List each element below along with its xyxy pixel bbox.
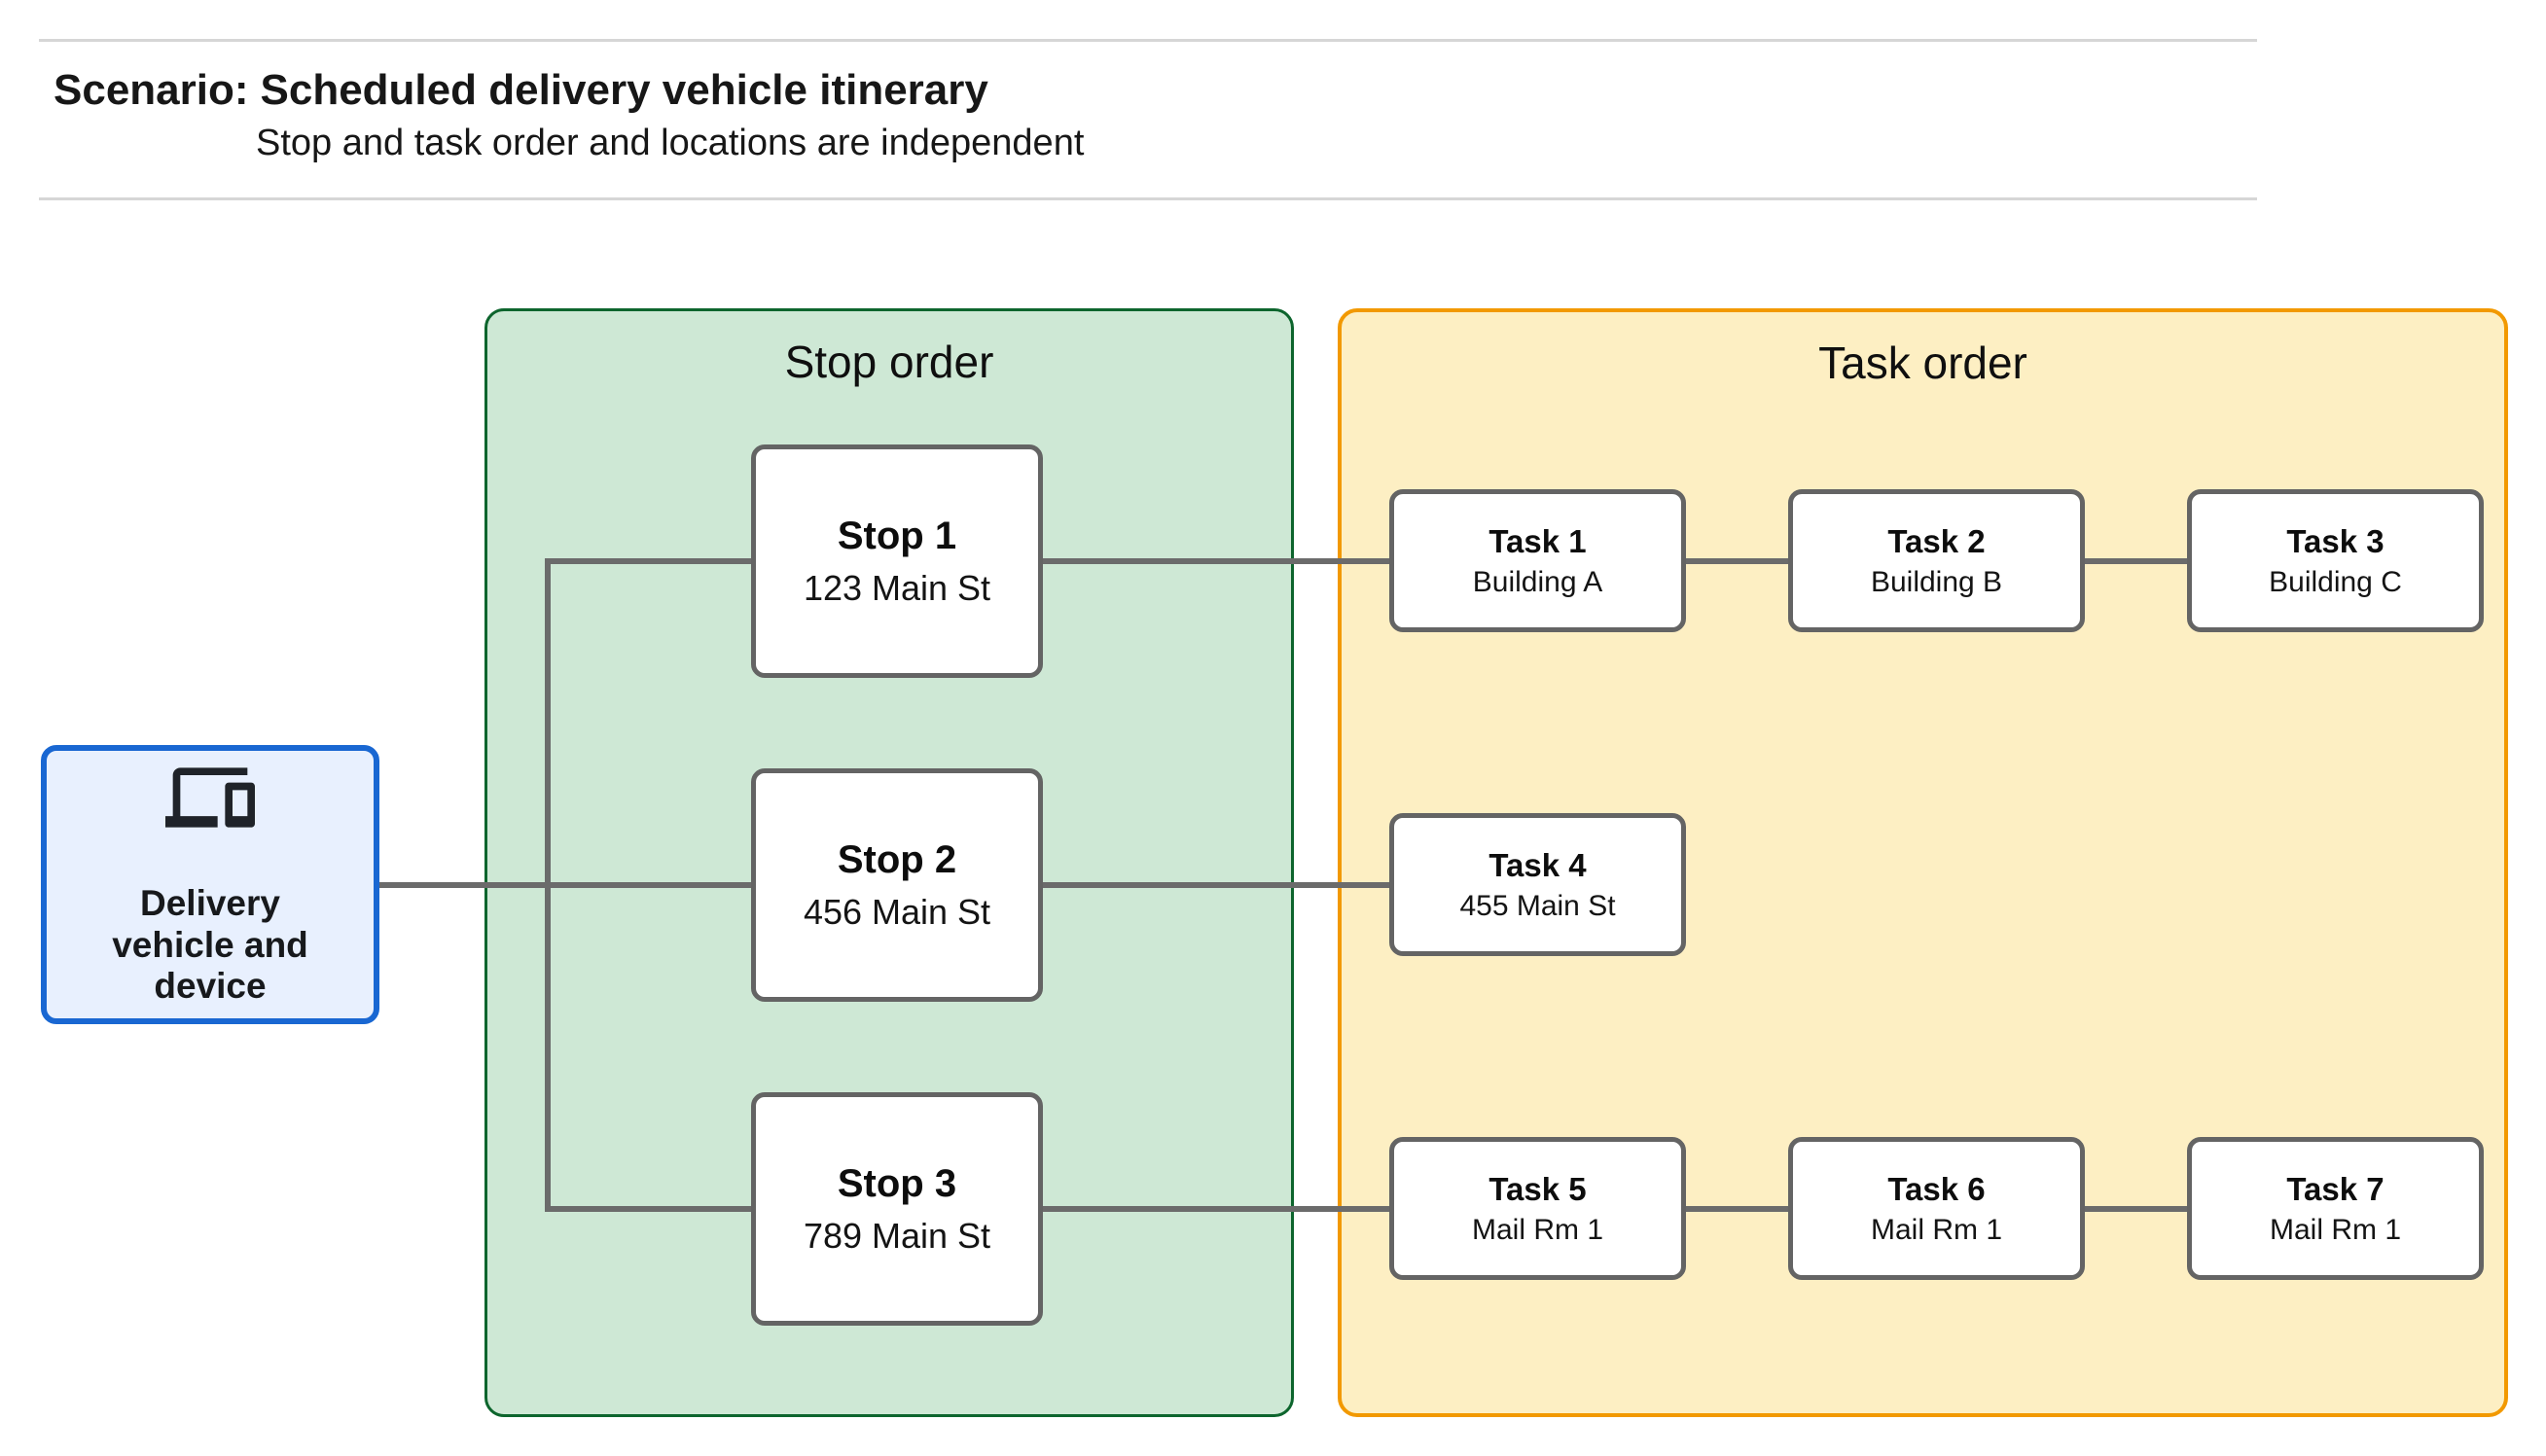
task-order-panel-title: Task order	[1818, 337, 2027, 388]
page-title: Scenario:Scheduled delivery vehicle itin…	[54, 66, 988, 115]
connector-trunk	[545, 558, 551, 1212]
connector-task1-to-task2	[1686, 558, 1788, 564]
task-node-4: Task 4 455 Main St	[1389, 813, 1686, 956]
task-1-location: Building A	[1472, 565, 1603, 598]
task-node-1: Task 1 Building A	[1389, 489, 1686, 632]
task-3-title: Task 3	[2286, 522, 2385, 559]
stop-2-address: 456 Main St	[803, 891, 991, 932]
stop-node-2: Stop 2 456 Main St	[751, 768, 1043, 1002]
connector-vehicle-to-trunk	[379, 882, 751, 888]
delivery-vehicle-label: Delivery vehicle and device	[112, 883, 308, 1007]
task-1-title: Task 1	[1488, 522, 1587, 559]
delivery-vehicle-node: Delivery vehicle and device	[41, 745, 379, 1024]
page-subtitle: Stop and task order and locations are in…	[256, 123, 1085, 163]
title-text: Scheduled delivery vehicle itinerary	[260, 66, 988, 114]
connector-task2-to-task3	[2085, 558, 2187, 564]
task-6-title: Task 6	[1887, 1170, 1986, 1207]
connector-stop1-to-task1	[1043, 558, 1389, 564]
stop-3-address: 789 Main St	[803, 1215, 991, 1256]
stop-node-1: Stop 1 123 Main St	[751, 444, 1043, 678]
title-prefix: Scenario:	[54, 66, 249, 114]
connector-task5-to-task6	[1686, 1206, 1788, 1212]
top-divider	[39, 39, 2257, 42]
stop-3-title: Stop 3	[837, 1161, 957, 1205]
stop-1-title: Stop 1	[837, 514, 957, 557]
task-4-location: 455 Main St	[1459, 889, 1616, 922]
stop-order-panel-title: Stop order	[784, 337, 994, 387]
task-4-title: Task 4	[1488, 846, 1587, 883]
connector-stop3-to-task5	[1043, 1206, 1389, 1212]
task-5-title: Task 5	[1488, 1170, 1587, 1207]
task-node-3: Task 3 Building C	[2187, 489, 2484, 632]
task-node-6: Task 6 Mail Rm 1	[1788, 1137, 2085, 1280]
task-5-location: Mail Rm 1	[1471, 1213, 1603, 1246]
task-node-7: Task 7 Mail Rm 1	[2187, 1137, 2484, 1280]
stop-node-3: Stop 3 789 Main St	[751, 1092, 1043, 1326]
task-node-2: Task 2 Building B	[1788, 489, 2085, 632]
task-node-5: Task 5 Mail Rm 1	[1389, 1137, 1686, 1280]
devices-icon	[165, 767, 255, 833]
connector-stop2-to-task4	[1043, 882, 1389, 888]
task-7-title: Task 7	[2286, 1170, 2385, 1207]
task-2-location: Building B	[1870, 565, 2003, 598]
stop-2-title: Stop 2	[837, 837, 957, 881]
task-7-location: Mail Rm 1	[2269, 1213, 2401, 1246]
connector-trunk-to-stop1	[548, 558, 751, 564]
task-3-location: Building C	[2269, 565, 2402, 598]
task-2-title: Task 2	[1887, 522, 1986, 559]
stop-1-address: 123 Main St	[803, 567, 991, 608]
bottom-divider	[39, 197, 2257, 200]
task-6-location: Mail Rm 1	[1870, 1213, 2002, 1246]
connector-trunk-to-stop3	[548, 1206, 751, 1212]
connector-task6-to-task7	[2085, 1206, 2187, 1212]
